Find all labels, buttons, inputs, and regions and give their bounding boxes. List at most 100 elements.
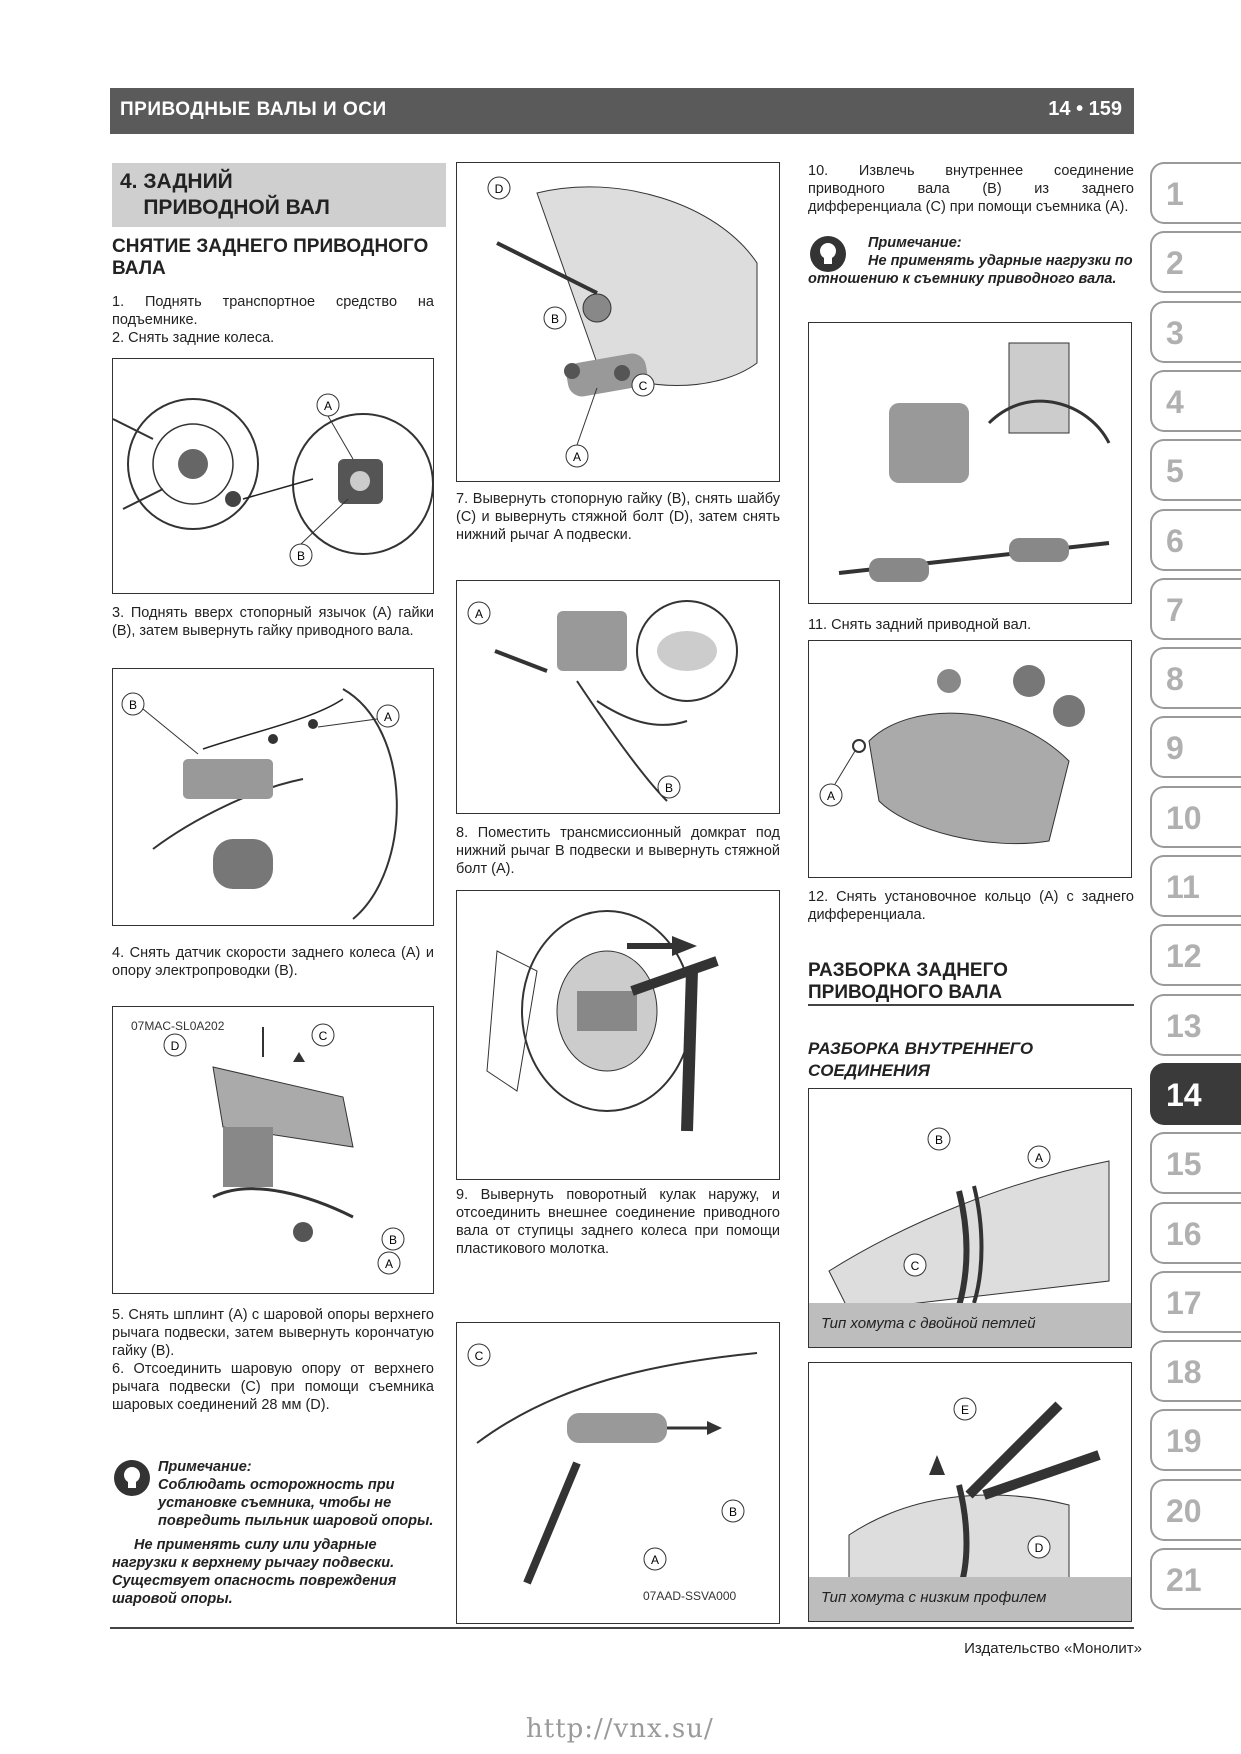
step-11: 11. Снять задний приводной вал.: [808, 617, 1032, 633]
chapter-tab-label: 2: [1166, 245, 1184, 282]
svg-text:B: B: [665, 781, 673, 795]
chapter-tab-label: 5: [1166, 453, 1184, 490]
chapter-title: ПРИВОДНЫЕ ВАЛЫ И ОСИ: [120, 99, 387, 120]
chapter-tab-label: 14: [1166, 1076, 1202, 1113]
note-title: Примечание:: [158, 1459, 252, 1475]
note-box-1: Примечание: Соблюдать осторожность при у…: [112, 1458, 434, 1608]
chapter-tab-8[interactable]: 8: [1150, 647, 1241, 710]
figure-code: 07MAC-SL0A202: [131, 1019, 225, 1033]
chapter-tab-label: 10: [1166, 799, 1202, 836]
chapter-tab-6[interactable]: 6: [1150, 508, 1241, 571]
page-header: ПРИВОДНЫЕ ВАЛЫ И ОСИ 14 • 159: [110, 88, 1134, 134]
svg-text:B: B: [129, 698, 137, 712]
figure-caption: Тип хомута с низким профилем: [809, 1577, 1131, 1621]
figure-driveshaft: [808, 322, 1132, 604]
chapter-tab-label: 20: [1166, 1492, 1202, 1529]
chapter-tab-label: 12: [1166, 938, 1202, 975]
svg-text:B: B: [297, 549, 305, 563]
svg-text:B: B: [729, 1505, 737, 1519]
note-text: Не применять ударные нагрузки по отношен…: [808, 253, 1133, 287]
svg-text:D: D: [495, 182, 504, 196]
chapter-tab-label: 8: [1166, 661, 1184, 698]
chapter-tab-label: 4: [1166, 383, 1184, 420]
chapter-tab-label: 16: [1166, 1215, 1202, 1252]
figure-speed-sensor: B A: [112, 668, 434, 926]
figure-low-profile-clamp: E D Тип хомута с низким профилем: [808, 1362, 1132, 1622]
figure-outer-joint: C B A 07AAD-SSVA000: [456, 1322, 780, 1624]
step-4: 4. Снять датчик скорости заднего колеса …: [112, 945, 434, 979]
chapter-tab-2[interactable]: 2: [1150, 231, 1241, 294]
figure-lower-arm: D B C A: [456, 162, 780, 482]
svg-text:C: C: [639, 379, 648, 393]
svg-text:C: C: [911, 1259, 920, 1273]
chapter-tab-5[interactable]: 5: [1150, 439, 1241, 502]
chapter-tab-label: 19: [1166, 1423, 1202, 1460]
divider: [808, 1004, 1134, 1006]
lightbulb-icon: [114, 1460, 150, 1496]
subsection-heading: СНЯТИЕ ЗАДНЕГО ПРИВОДНОГО ВАЛА: [112, 236, 429, 279]
step-6: 6. Отсоединить шаровую опору от верхнего…: [112, 1361, 434, 1413]
chapter-tab-label: 17: [1166, 1284, 1202, 1321]
svg-text:D: D: [1035, 1541, 1044, 1555]
chapter-tab-3[interactable]: 3: [1150, 300, 1241, 363]
chapter-tab-11[interactable]: 11: [1150, 855, 1241, 917]
chapter-tab-7[interactable]: 7: [1150, 577, 1241, 640]
svg-text:D: D: [171, 1039, 180, 1053]
subsection-heading-disassembly: РАЗБОРКА ЗАДНЕГО ПРИВОДНОГО ВАЛА: [808, 960, 1008, 1003]
step-7: 7. Вывернуть стопорную гайку (B), снять …: [456, 491, 780, 543]
watermark-url: http://vnx.su/: [526, 1714, 714, 1744]
svg-text:A: A: [827, 789, 835, 803]
note-text-2: Не применять силу или ударные нагрузки к…: [112, 1537, 397, 1607]
svg-text:C: C: [319, 1029, 328, 1043]
svg-text:A: A: [475, 607, 483, 621]
chapter-tab-label: 15: [1166, 1146, 1202, 1183]
step-8: 8. Поместить трансмиссионный домкрат под…: [456, 825, 780, 877]
chapter-tab-label: 13: [1166, 1007, 1202, 1044]
svg-text:B: B: [935, 1133, 943, 1147]
step-9: 9. Вывернуть поворотный кулак наружу, и …: [456, 1187, 780, 1257]
chapter-tab-15[interactable]: 15: [1150, 1132, 1241, 1195]
chapter-tab-label: 3: [1166, 314, 1184, 351]
chapter-tab-label: 6: [1166, 522, 1184, 559]
chapter-tab-12[interactable]: 12: [1150, 924, 1241, 987]
step-2: 2. Снять задние колеса.: [112, 330, 275, 346]
lightbulb-icon: [810, 236, 846, 272]
note-text-1: Соблюдать осторожность при установке съе…: [158, 1477, 434, 1529]
chapter-tab-9[interactable]: 9: [1150, 716, 1241, 779]
svg-text:A: A: [384, 710, 392, 724]
chapter-tab-4[interactable]: 4: [1150, 369, 1241, 432]
chapter-tab-10[interactable]: 10: [1150, 785, 1241, 848]
chapter-tab-18[interactable]: 18: [1150, 1340, 1241, 1403]
chapter-tab-19[interactable]: 19: [1150, 1409, 1241, 1472]
svg-text:A: A: [324, 399, 332, 413]
svg-text:A: A: [651, 1553, 659, 1567]
step-3: 3. Поднять вверх стопорный язычок (A) га…: [112, 605, 434, 639]
svg-text:E: E: [961, 1403, 969, 1417]
figure-knuckle-bolt: A B: [456, 580, 780, 814]
svg-text:B: B: [551, 312, 559, 326]
chapter-tab-1[interactable]: 1: [1150, 162, 1241, 224]
svg-text:A: A: [385, 1257, 393, 1271]
svg-text:A: A: [1035, 1151, 1043, 1165]
chapter-tab-label: 1: [1166, 176, 1184, 212]
page-number: 14 • 159: [1048, 98, 1122, 120]
chapter-tab-label: 21: [1166, 1562, 1202, 1598]
step-12: 12. Снять установочное кольцо (A) с задн…: [808, 889, 1134, 923]
figure-code: 07AAD-SSVA000: [643, 1589, 737, 1603]
chapter-tab-label: 7: [1166, 591, 1184, 628]
chapter-tab-20[interactable]: 20: [1150, 1478, 1241, 1541]
figure-hub-nut: A B: [112, 358, 434, 594]
note-box-2: Примечание: Не применять ударные нагрузк…: [808, 234, 1134, 288]
figure-ball-joint: 07MAC-SL0A202 D C B A: [112, 1006, 434, 1294]
chapter-tab-16[interactable]: 16: [1150, 1201, 1241, 1264]
svg-text:A: A: [573, 450, 581, 464]
chapter-tab-17[interactable]: 17: [1150, 1270, 1241, 1333]
step-10: 10. Извлечь внутреннее соединение привод…: [808, 163, 1134, 215]
chapter-tab-14[interactable]: 14: [1150, 1062, 1241, 1125]
chapter-tab-label: 18: [1166, 1354, 1202, 1391]
step-5: 5. Снять шплинт (A) с шаровой опоры верх…: [112, 1307, 434, 1359]
chapter-tab-13[interactable]: 13: [1150, 993, 1241, 1056]
figure-differential: A: [808, 640, 1132, 878]
step-1: 1. Поднять транспортное средство на подъ…: [112, 294, 434, 328]
chapter-tab-21[interactable]: 21: [1150, 1548, 1241, 1610]
